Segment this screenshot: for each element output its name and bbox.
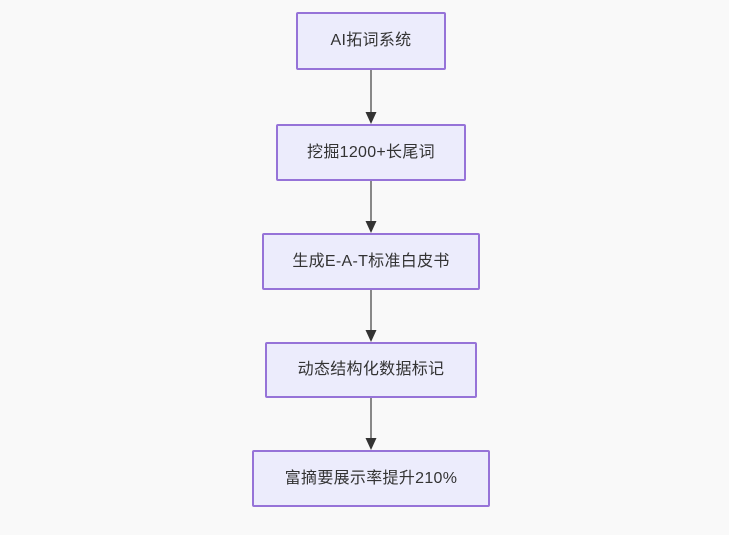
flowchart-node-4[interactable]: 动态结构化数据标记 <box>265 342 477 398</box>
flowchart-node-1[interactable]: AI拓词系统 <box>296 12 446 70</box>
flowchart-edge-3 <box>361 290 381 342</box>
flowchart-edge-2 <box>361 181 381 233</box>
flowchart-node-1-label: AI拓词系统 <box>330 32 412 50</box>
flowchart-node-4-label: 动态结构化数据标记 <box>297 361 445 379</box>
flowchart-edge-1 <box>361 70 381 124</box>
flowchart-node-3[interactable]: 生成E-A-T标准白皮书 <box>262 233 480 290</box>
flowchart-edge-4 <box>361 398 381 450</box>
flowchart-node-5[interactable]: 富摘要展示率提升210% <box>252 450 490 507</box>
flowchart-node-5-label: 富摘要展示率提升210% <box>284 469 458 487</box>
flowchart-node-3-label: 生成E-A-T标准白皮书 <box>292 252 450 270</box>
flowchart-node-2[interactable]: 挖掘1200+长尾词 <box>276 124 466 181</box>
flowchart-node-2-label: 挖掘1200+长尾词 <box>307 143 435 161</box>
